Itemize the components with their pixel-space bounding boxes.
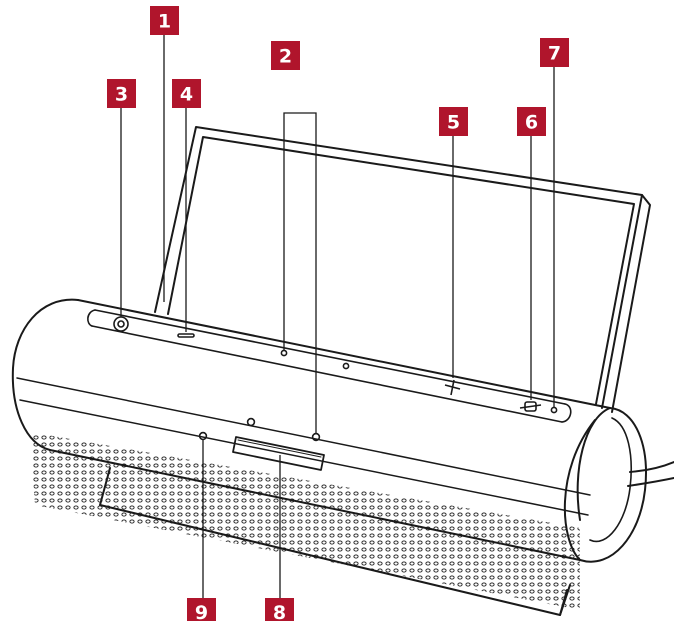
callout-3: 3 bbox=[107, 79, 136, 108]
display-panel bbox=[154, 126, 651, 413]
callout-2: 2 bbox=[271, 41, 300, 70]
callout-1: 1 bbox=[150, 6, 179, 35]
power-button bbox=[113, 316, 129, 332]
microphone-hole-2 bbox=[311, 432, 321, 442]
front-hole bbox=[246, 417, 256, 427]
side-arm bbox=[627, 461, 674, 487]
control-strip bbox=[87, 309, 572, 423]
callout-9-label: 9 bbox=[195, 602, 208, 621]
led-indicator bbox=[550, 406, 558, 414]
microphone-hole-1 bbox=[280, 349, 288, 357]
callout-1-label: 1 bbox=[158, 11, 171, 33]
callout-9-box bbox=[187, 598, 216, 621]
callout-3-label: 3 bbox=[115, 84, 128, 106]
volume-plus-icon bbox=[444, 379, 461, 396]
leader-2 bbox=[283, 112, 317, 433]
callout-2-label: 2 bbox=[279, 46, 292, 68]
callout-4-label: 4 bbox=[180, 84, 193, 106]
callout-3-box bbox=[107, 79, 136, 108]
callout-7-box bbox=[540, 38, 569, 67]
callout-7: 7 bbox=[540, 38, 569, 67]
callout-1-box bbox=[150, 6, 179, 35]
callout-8: 8 bbox=[265, 598, 294, 621]
callout-6-box bbox=[517, 107, 546, 136]
callout-4: 4 bbox=[172, 79, 201, 108]
callout-6-label: 6 bbox=[525, 112, 538, 134]
callout-5-box bbox=[439, 107, 468, 136]
callout-5: 5 bbox=[439, 107, 468, 136]
callout-4-box bbox=[172, 79, 201, 108]
light-sensor bbox=[198, 431, 208, 441]
sensor-hole bbox=[342, 362, 350, 370]
callout-5-label: 5 bbox=[447, 112, 460, 134]
callout-2-box bbox=[271, 41, 300, 70]
callout-7-label: 7 bbox=[548, 43, 561, 65]
callout-9: 9 bbox=[187, 598, 216, 621]
callout-8-label: 8 bbox=[273, 602, 286, 621]
slot-indicator bbox=[177, 333, 195, 338]
display-window bbox=[232, 436, 325, 471]
callout-6: 6 bbox=[517, 107, 546, 136]
callout-8-box bbox=[265, 598, 294, 621]
mute-icon bbox=[519, 401, 542, 412]
